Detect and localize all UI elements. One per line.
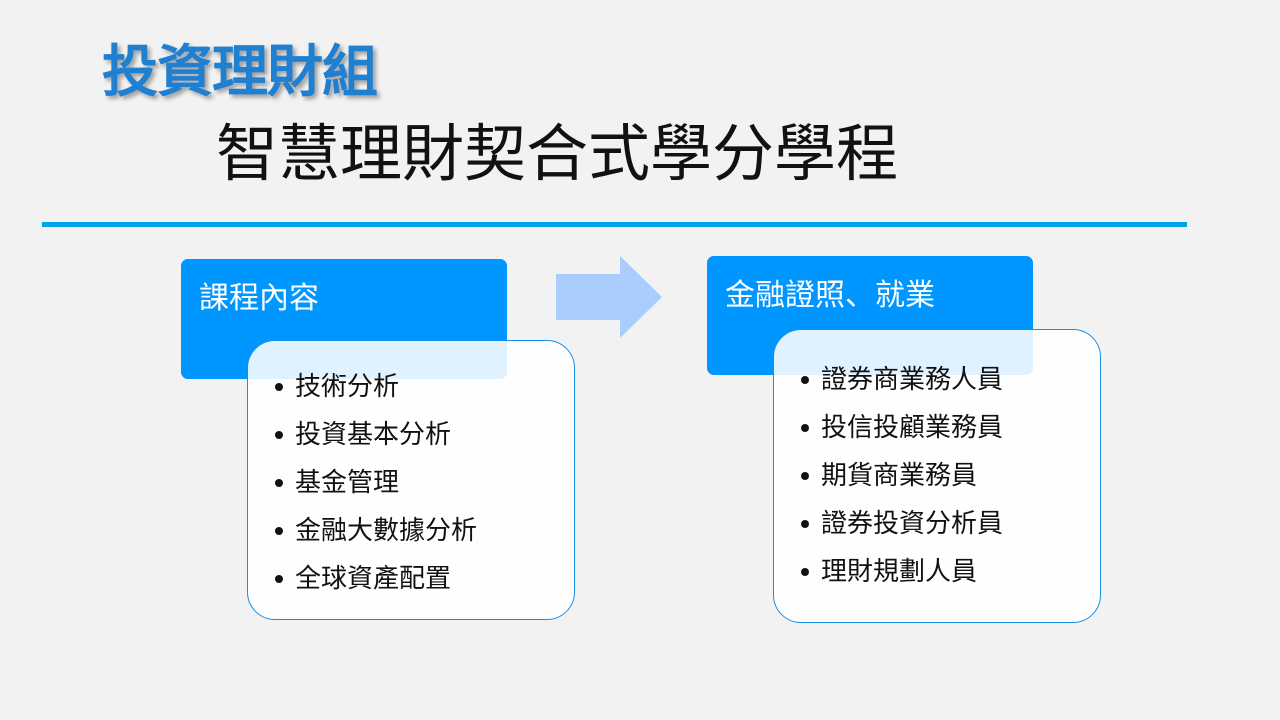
list-item-label: 基金管理 [295, 468, 400, 498]
course-content-list: 技術分析 投資基本分析 基金管理 金融大數據分析 全球資產配置 [248, 363, 574, 603]
bullet-dot-icon [801, 376, 809, 384]
bullet-dot-icon [275, 479, 283, 487]
list-item-label: 理財規劃人員 [821, 557, 978, 587]
list-item: 證券投資分析員 [774, 500, 1100, 548]
bullet-dot-icon [275, 383, 283, 391]
course-content-heading: 課程內容 [199, 281, 319, 316]
list-item-label: 投資基本分析 [295, 420, 452, 450]
list-item: 證券商業務人員 [774, 356, 1100, 404]
list-item: 全球資產配置 [248, 555, 574, 603]
bullet-dot-icon [275, 431, 283, 439]
list-item: 金融大數據分析 [248, 507, 574, 555]
certification-heading: 金融證照、就業 [725, 278, 935, 313]
list-item: 投信投顧業務員 [774, 404, 1100, 452]
list-item-label: 投信投顧業務員 [821, 413, 1004, 443]
bullet-dot-icon [801, 472, 809, 480]
list-item-label: 證券商業務人員 [821, 365, 1004, 395]
certification-list: 證券商業務人員 投信投顧業務員 期貨商業務員 證券投資分析員 理財規劃人員 [774, 356, 1100, 596]
bullet-dot-icon [801, 424, 809, 432]
certification-list-box: 證券商業務人員 投信投顧業務員 期貨商業務員 證券投資分析員 理財規劃人員 [773, 329, 1101, 623]
bullet-dot-icon [275, 527, 283, 535]
right-arrow-icon [556, 256, 662, 338]
list-item-label: 技術分析 [295, 372, 400, 402]
list-item: 理財規劃人員 [774, 548, 1100, 596]
program-title: 智慧理財契合式學分學程 [216, 117, 899, 190]
list-item-label: 金融大數據分析 [295, 516, 478, 546]
list-item: 技術分析 [248, 363, 574, 411]
list-item: 基金管理 [248, 459, 574, 507]
list-item-label: 全球資產配置 [295, 564, 452, 594]
bullet-dot-icon [801, 520, 809, 528]
bullet-dot-icon [275, 575, 283, 583]
list-item: 投資基本分析 [248, 411, 574, 459]
title-divider [42, 222, 1187, 227]
list-item: 期貨商業務員 [774, 452, 1100, 500]
course-content-list-box: 技術分析 投資基本分析 基金管理 金融大數據分析 全球資產配置 [247, 340, 575, 620]
group-title: 投資理財組 [102, 40, 378, 105]
bullet-dot-icon [801, 568, 809, 576]
list-item-label: 證券投資分析員 [821, 509, 1004, 539]
list-item-label: 期貨商業務員 [821, 461, 978, 491]
